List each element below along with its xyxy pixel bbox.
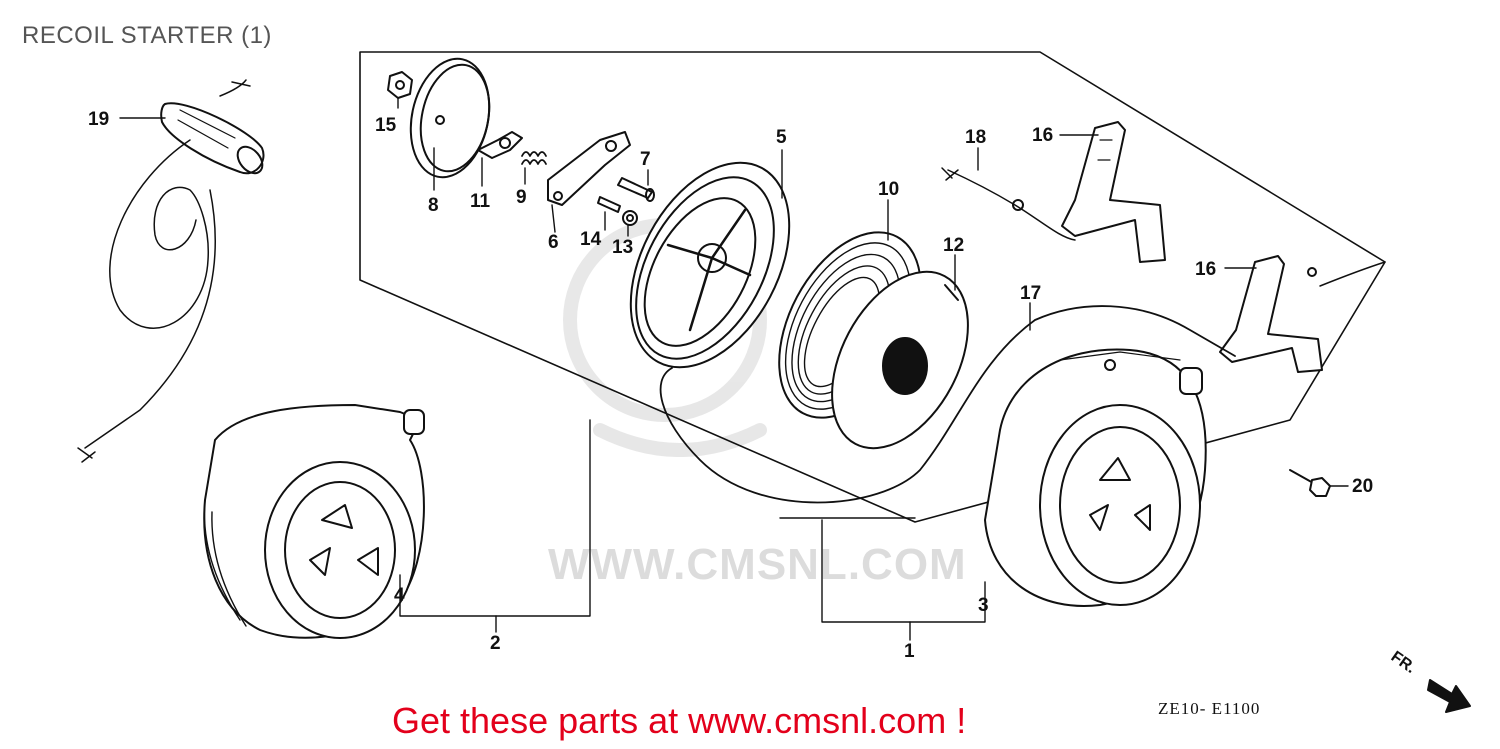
part-16-handle-upper [1061, 121, 1166, 263]
part-label-7: 7 [640, 149, 651, 170]
part-6-arm [547, 131, 631, 206]
part-9-spring [521, 151, 547, 165]
page-title: RECOIL STARTER (1) [22, 22, 272, 49]
part-3-starter-case [984, 348, 1207, 607]
part-label-16-upper: 16 [1032, 125, 1054, 146]
footer-link[interactable]: Get these parts at www.cmsnl.com ! [392, 700, 967, 741]
front-direction-arrow-icon [1427, 679, 1471, 713]
part-label-8: 8 [428, 195, 439, 216]
part-label-4: 4 [394, 585, 405, 606]
assembly-outline [359, 51, 1386, 523]
part-17-long-rope [659, 305, 1236, 504]
part-11-ratchet [477, 131, 523, 159]
part-4-starter-assembly [203, 404, 425, 639]
part-5-reel [629, 161, 791, 369]
part-label-20: 20 [1352, 476, 1374, 497]
part-label-5: 5 [776, 127, 787, 148]
part-label-10: 10 [878, 179, 900, 200]
leader-lines [119, 97, 1349, 641]
part-label-9: 9 [516, 187, 527, 208]
part-label-14: 14 [580, 229, 602, 250]
part-label-13: 13 [612, 237, 634, 258]
part-label-18: 18 [965, 127, 987, 148]
part-8-plate [409, 57, 491, 179]
watermark-text: WWW.CMSNL.COM [548, 540, 967, 589]
part-label-17: 17 [1020, 283, 1042, 304]
part-15-nut [387, 71, 413, 99]
part-label-1: 1 [904, 641, 915, 662]
part-14-pin [597, 196, 621, 213]
part-label-11: 11 [470, 191, 491, 212]
part-19-handle-rope [77, 79, 265, 463]
part-label-15: 15 [375, 115, 397, 136]
part-12-spring-case [831, 270, 969, 450]
part-16-handle-lower [1219, 255, 1386, 373]
part-7-pin [617, 177, 655, 202]
part-label-3: 3 [978, 595, 989, 616]
part-label-16-lower: 16 [1195, 259, 1217, 280]
part-label-2: 2 [490, 633, 501, 654]
part-label-12: 12 [943, 235, 965, 256]
part-label-6: 6 [548, 232, 559, 253]
part-label-19: 19 [88, 109, 110, 130]
diagram-code: ZE10- E1100 [1158, 699, 1261, 718]
part-13-washer [622, 210, 638, 226]
part-18-rope [941, 167, 1076, 241]
part-20-bolt [1289, 469, 1331, 497]
